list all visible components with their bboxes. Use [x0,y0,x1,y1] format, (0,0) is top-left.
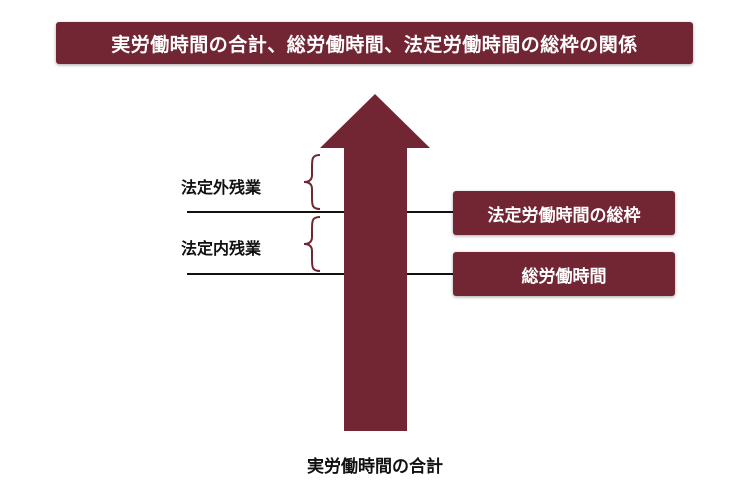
statutory-total-frame-box: 法定労働時間の総枠 [453,191,675,235]
overtime-outside-label: 法定外残業 [181,178,262,197]
overtime-outside-brace [303,154,321,210]
upward-arrow-icon [320,94,430,431]
total-hours-line [187,273,455,275]
statutory-frame-line [187,211,455,213]
diagram-title: 実労働時間の合計、総労働時間、法定労働時間の総枠の関係 [56,22,693,64]
overtime-inside-label: 法定内残業 [181,239,262,258]
actual-working-total-label: 実労働時間の合計 [307,457,443,477]
total-working-hours-box: 総労働時間 [453,252,675,296]
overtime-inside-brace [303,216,321,272]
